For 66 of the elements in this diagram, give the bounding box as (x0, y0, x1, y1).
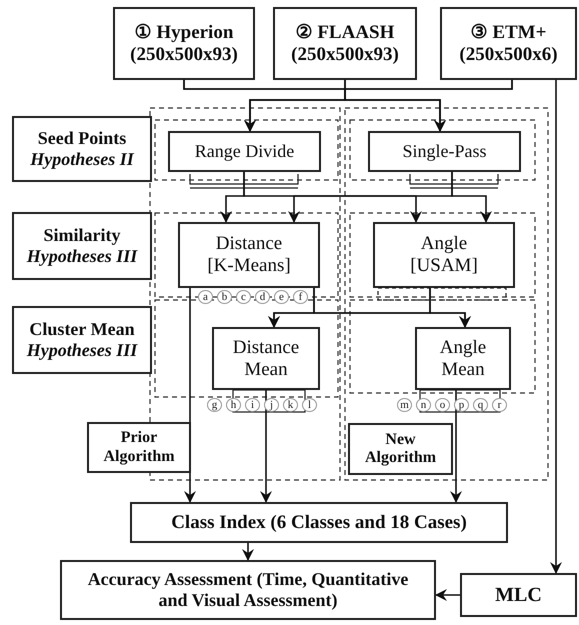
box-text: (250x500x93) (130, 44, 238, 66)
process-box (60, 560, 436, 620)
box-text: MLC (495, 584, 542, 606)
process-box (415, 327, 511, 390)
box-text: Single-Pass (402, 141, 486, 162)
box-text: Distance Mean (232, 336, 300, 380)
process-box (168, 131, 321, 172)
case-letter: g (207, 398, 222, 412)
case-letter: c (236, 290, 251, 304)
box-text: Hypotheses III (26, 340, 138, 361)
box-text: ② FLAASH (296, 22, 394, 44)
case-letter: d (255, 290, 270, 304)
arrow (429, 288, 471, 328)
box-text: Angle [USAM] (409, 233, 479, 277)
process-box (12, 116, 152, 182)
case-letter: b (217, 290, 232, 304)
box-text: Class Index (6 Classes and 18 Cases) (171, 512, 467, 534)
box-text: Accuracy Assessment (Time, Quantitative and Visual Assessment) (86, 569, 410, 611)
case-letter: o (435, 398, 450, 412)
case-letter: f (293, 290, 308, 304)
box-text: Seed Points (38, 128, 126, 149)
box-text: Distance [K-Means] (206, 233, 292, 277)
box-text: Range Divide (194, 141, 294, 162)
case-letter: m (397, 398, 412, 412)
case-letter: i (245, 398, 260, 412)
arrow (451, 172, 492, 223)
case-letter: k (283, 398, 298, 412)
box-text: Similarity (44, 225, 120, 246)
process-box (212, 327, 320, 390)
box-text: Hypotheses II (30, 149, 134, 170)
process-box (460, 573, 577, 617)
arrow (243, 172, 422, 223)
process-box (348, 423, 453, 475)
case-letter: a (198, 290, 213, 304)
box-text: Hypotheses III (26, 246, 138, 267)
case-letter: l (302, 398, 317, 412)
arrow (260, 390, 272, 503)
case-letter: q (473, 398, 488, 412)
case-letter: e (274, 290, 289, 304)
arrow (435, 589, 460, 601)
box-text: (250x500x93) (291, 44, 399, 66)
process-box (368, 131, 521, 172)
arrow (344, 80, 513, 132)
arrow (550, 80, 562, 574)
process-box (12, 306, 152, 374)
case-letter: h (226, 398, 241, 412)
case-letter: r (492, 398, 507, 412)
box-text: (250x500x6) (459, 44, 558, 66)
box-text: ① Hyperion (134, 22, 234, 44)
process-box (87, 422, 191, 473)
box-text: ③ ETM+ (470, 22, 546, 44)
arrow (242, 543, 254, 561)
case-letter: n (416, 398, 431, 412)
case-letter: j (264, 398, 279, 412)
process-box (373, 222, 515, 288)
process-box (113, 7, 255, 80)
box-text: Prior Algorithm (102, 429, 176, 466)
process-box (12, 212, 152, 280)
process-box (440, 7, 577, 80)
case-letter: p (454, 398, 469, 412)
process-box (178, 222, 320, 288)
process-box (273, 7, 417, 80)
box-text: Cluster Mean (29, 319, 135, 340)
box-text: New Algorithm (364, 430, 438, 468)
box-text: Angle Mean (438, 336, 488, 380)
process-box (130, 502, 508, 543)
